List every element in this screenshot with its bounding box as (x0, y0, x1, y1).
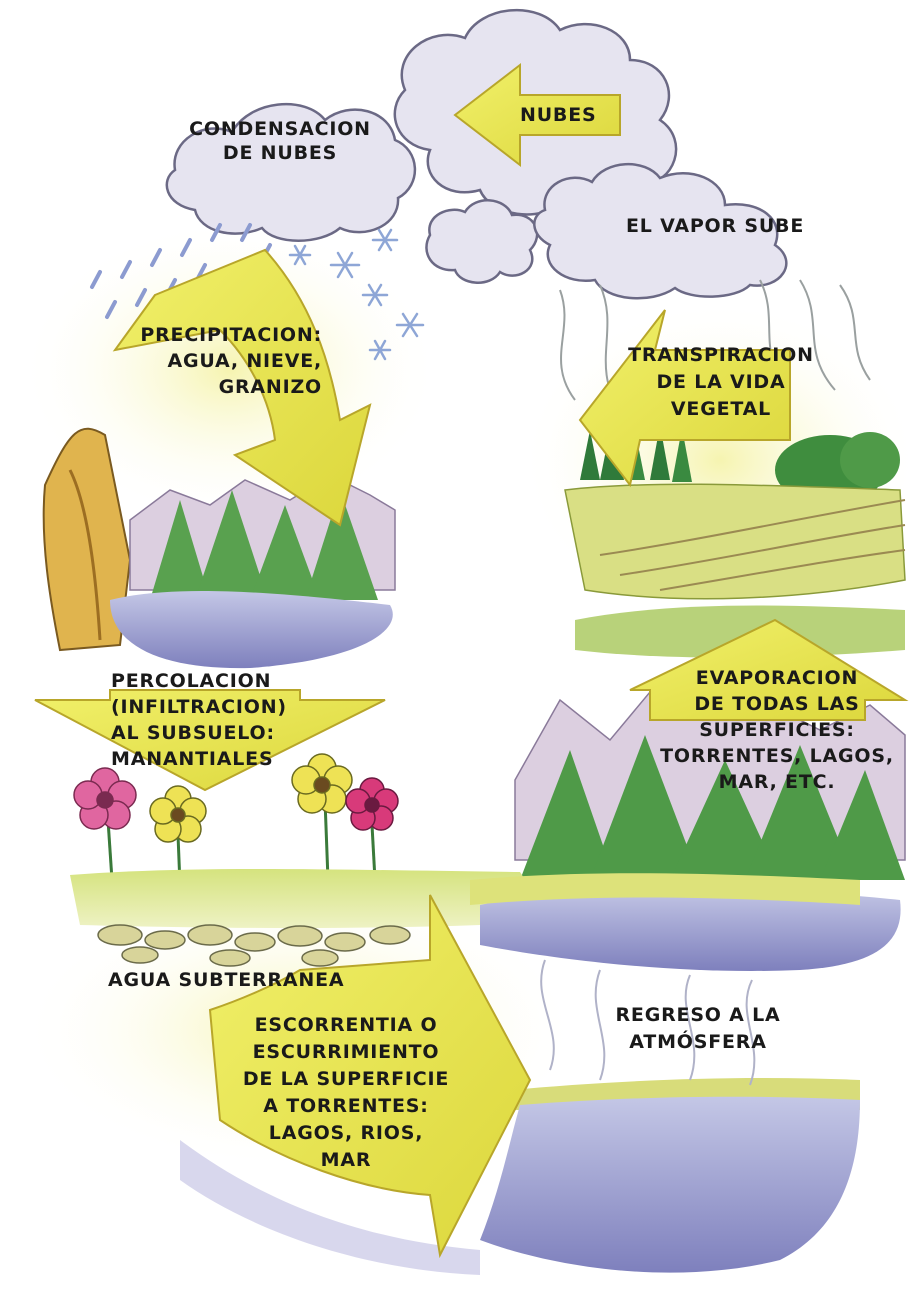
label-escorrentia-line: ESCORRENTIA O (254, 1014, 438, 1036)
left-cliff (42, 427, 132, 652)
ground-strip (70, 868, 528, 929)
label-transpiracion-line: DE LA VIDA (656, 371, 786, 393)
label-percolacion-line: AL SUBSUELO: (111, 722, 275, 744)
label-condensacion: CONDENSACION DE NUBES (170, 117, 390, 165)
label-vapor-sube: EL VAPOR SUBE (626, 215, 805, 237)
left-forest (150, 490, 378, 600)
arrow-precipitacion (112, 248, 372, 527)
label-evaporacion-line: TORRENTES, LAGOS, (660, 745, 894, 767)
label-evaporacion-line: DE TODAS LAS (694, 693, 860, 715)
snowflakes (288, 228, 425, 361)
label-regreso: REGRESO A LA ATMÓSFERA (598, 1002, 798, 1056)
right-fields (564, 483, 906, 600)
right-forest (520, 735, 905, 880)
label-escorrentia: ESCORRENTIA O ESCURRIMIENTO DE LA SUPERF… (230, 1012, 462, 1174)
left-lake (110, 590, 393, 669)
cloud-small (425, 199, 539, 284)
flowers (73, 753, 399, 886)
label-percolacion: PERCOLACION (INFILTRACION) AL SUBSUELO: … (111, 668, 287, 772)
label-evaporacion-line: MAR, ETC. (718, 771, 836, 793)
label-percolacion-line: MANANTIALES (111, 748, 274, 770)
label-regreso-line: REGRESO A LA (615, 1004, 781, 1026)
label-precipitacion-line: PRECIPITACION: (140, 324, 322, 346)
river-bank (470, 873, 860, 905)
arrow-transpiracion (578, 309, 791, 488)
cloud-right (533, 163, 788, 300)
label-escorrentia-line: A TORRENTES: (263, 1095, 429, 1117)
label-transpiracion-line: TRANSPIRACION (628, 344, 814, 366)
bottom-wash (180, 1140, 480, 1275)
label-evaporacion: EVAPORACION DE TODAS LAS SUPERFICIES: TO… (646, 665, 908, 795)
label-condensacion-line: DE NUBES (222, 142, 338, 164)
river (480, 887, 901, 971)
arrow-escorrentia (208, 894, 532, 1259)
sea (480, 1096, 860, 1273)
label-evaporacion-line: EVAPORACION (695, 667, 859, 689)
label-transpiracion: TRANSPIRACION DE LA VIDA VEGETAL (612, 342, 830, 423)
right-meadow (575, 605, 905, 658)
label-percolacion-line: (INFILTRACION) (111, 696, 287, 718)
arrow-evaporacion (629, 618, 909, 721)
label-percolacion-line: PERCOLACION (111, 670, 272, 692)
label-precipitacion-line: AGUA, NIEVE, (167, 350, 322, 372)
label-escorrentia-line: ESCURRIMIENTO (252, 1041, 440, 1063)
arrow-percolacion (34, 689, 386, 792)
label-escorrentia-line: DE LA SUPERFICIE (242, 1068, 450, 1090)
label-escorrentia-line: MAR (320, 1149, 372, 1171)
sea-vapor (540, 959, 756, 1086)
label-precipitacion-line: GRANIZO (218, 376, 322, 398)
field-stripes (599, 499, 906, 591)
underground-rocks (97, 924, 411, 967)
label-condensacion-line: CONDENSACION (189, 118, 371, 140)
arrow-nubes (453, 62, 621, 168)
label-regreso-line: ATMÓSFERA (629, 1031, 767, 1053)
label-evaporacion-line: SUPERFICIES: (699, 719, 855, 741)
label-precipitacion: PRECIPITACION: AGUA, NIEVE, GRANIZO (100, 322, 322, 400)
label-transpiracion-line: VEGETAL (670, 398, 772, 420)
label-nubes: NUBES (520, 104, 597, 126)
label-agua-subterranea: AGUA SUBTERRANEA (108, 969, 345, 991)
label-escorrentia-line: LAGOS, RIOS, (268, 1122, 424, 1144)
